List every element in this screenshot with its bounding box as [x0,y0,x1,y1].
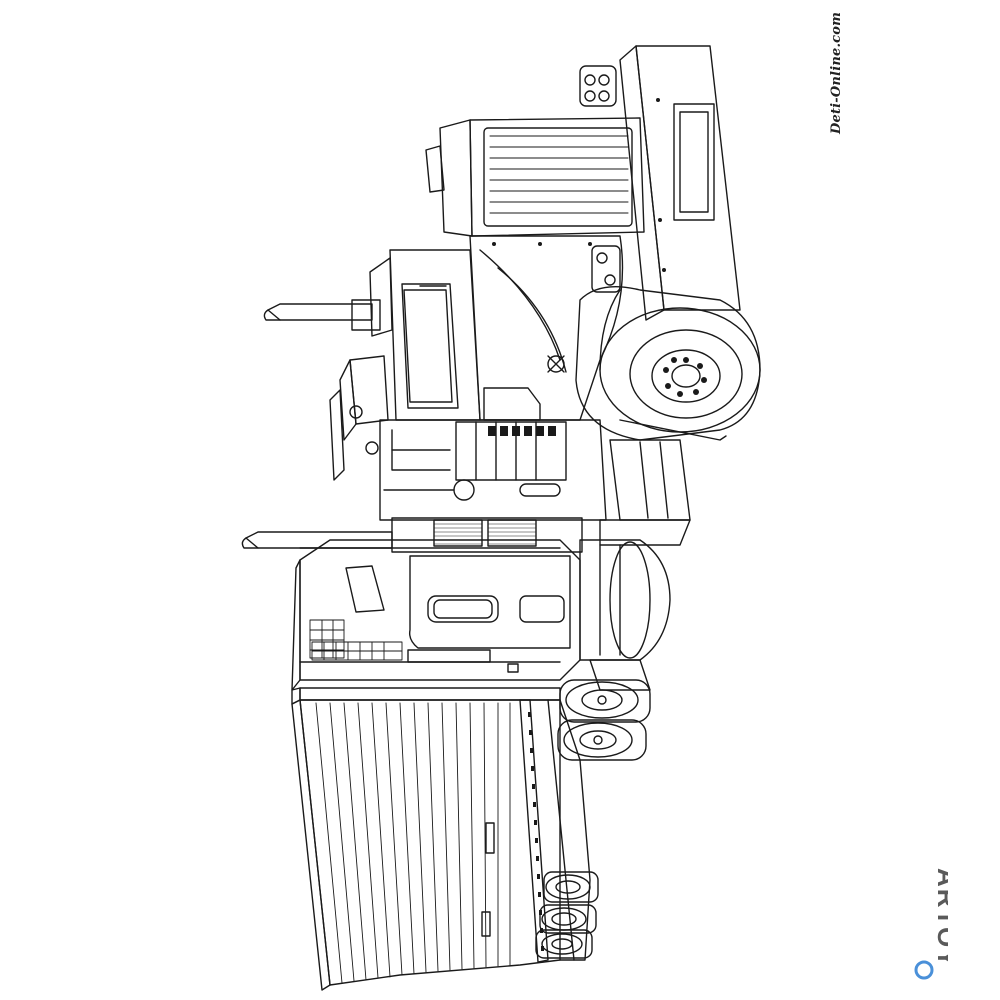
battery-box [600,440,690,545]
front-bumper [620,46,740,320]
grille [426,118,644,246]
headlights [580,66,620,292]
site-watermark: Deti-Online.com [829,11,844,134]
engine-area [380,420,606,520]
fuel-tank [580,540,670,690]
step-grid [312,642,402,660]
brand-logo-text: ARTOY [932,868,948,969]
cab-side [292,540,580,690]
hood [470,236,623,420]
trailer-ribs [316,703,510,983]
cab-front [330,250,480,480]
trailer-wheels [536,872,598,958]
trailer-rivets [528,712,544,951]
front-wheel [576,287,760,440]
side-vent-grid [310,620,344,658]
drive-wheels [558,680,650,760]
exhaust-stack-upper [264,300,380,330]
trailer [292,688,590,990]
side-window-1 [428,596,498,622]
brand-logo: ARTOY [914,868,948,980]
brand-logo-o-icon [914,960,934,980]
side-window-2 [520,596,564,622]
exhaust-stack-lower [242,518,582,552]
